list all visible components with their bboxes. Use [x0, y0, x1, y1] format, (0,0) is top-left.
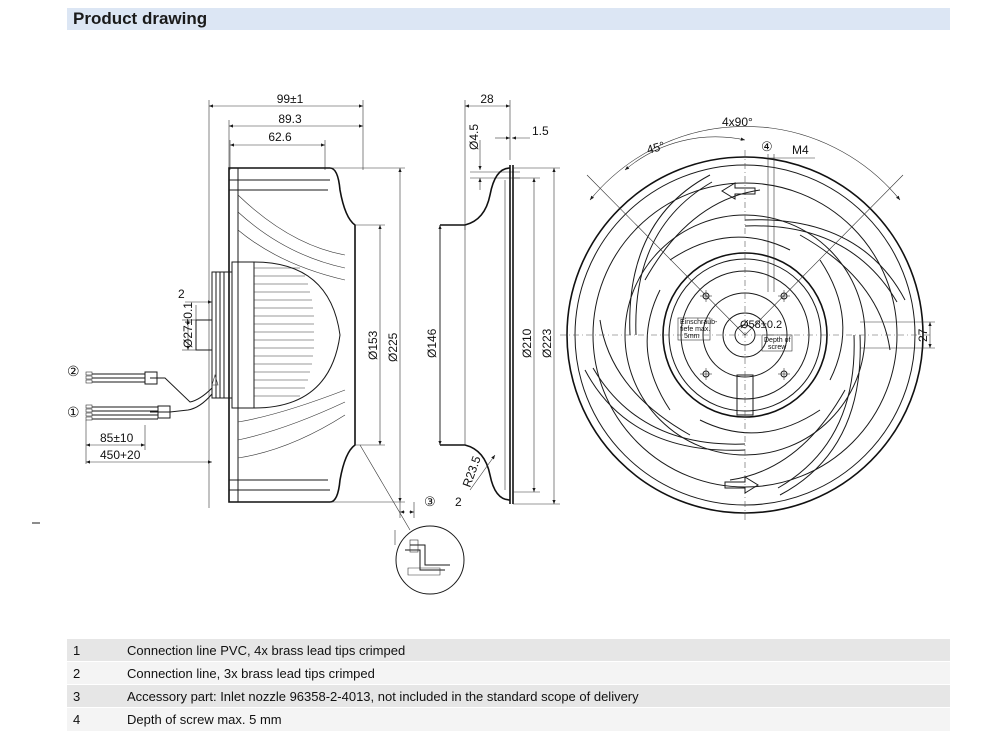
dim-nozzle-depth: 28 [480, 92, 494, 106]
legend-row: 3 Accessory part: Inlet nozzle 96358-2-4… [67, 684, 950, 708]
product-drawing: 99±1 89.3 62.6 [32, 92, 935, 595]
side-view: 99±1 89.3 62.6 [67, 92, 465, 595]
legend-text: Depth of screw max. 5 mm [121, 707, 950, 731]
dim-lead-long: 450+20 [100, 448, 141, 462]
callout-4: ④ [761, 139, 773, 154]
impeller-blades [584, 174, 906, 496]
dim-bolt-circle: Ø58±0.2 [740, 319, 782, 331]
legend-num: 2 [67, 661, 121, 685]
dim-offset-right: 27 [916, 328, 930, 342]
dim-nozzle-diameter-mid: Ø210 [520, 328, 534, 358]
dim-thread: M4 [792, 143, 809, 157]
dim-lead-short: 85±10 [100, 431, 134, 445]
dim-angle-pattern: 4x90° [722, 115, 753, 129]
dim-angle: 45° [645, 139, 666, 157]
legend-row: 1 Connection line PVC, 4x brass lead tip… [67, 638, 950, 662]
label-depth-line1: Depth of [764, 337, 791, 344]
section-title: Product drawing [73, 9, 208, 28]
legend-text: Connection line, 3x brass lead tips crim… [121, 661, 950, 685]
front-view: Einschraub- tiefe max. 5mm Depth of scre… [560, 115, 935, 520]
dim-shaft-diameter: Ø27±0.1 [181, 302, 195, 348]
nozzle-view: 28 1.5 Ø4.5 Ø146 Ø210 Ø223 R23.5 [425, 92, 560, 505]
label-screw-line2: tiefe max. [680, 326, 710, 333]
label-screw-line1: Einschraub- [680, 319, 718, 326]
dim-offset: 2 [178, 287, 185, 301]
legend-num: 4 [67, 707, 121, 731]
dim-width-2: 89.3 [278, 112, 302, 126]
dim-width-3: 62.6 [268, 130, 292, 144]
callout-3: ③ [424, 494, 436, 509]
dim-nozzle-thickness: 1.5 [532, 124, 549, 138]
section-header: Product drawing [67, 8, 950, 30]
legend-row: 2 Connection line, 3x brass lead tips cr… [67, 661, 950, 685]
legend-num: 3 [67, 684, 121, 708]
dim-nozzle-diameter-outer: Ø223 [540, 328, 554, 358]
dim-nozzle-hole: Ø4.5 [467, 124, 481, 150]
callout-1: ① [67, 404, 80, 420]
callout-2: ② [67, 363, 80, 379]
dim-diameter-inner: Ø153 [366, 330, 380, 360]
dim-nozzle-radius: R23.5 [460, 454, 484, 489]
dim-overall-width: 99±1 [277, 92, 304, 106]
motor-ribs [254, 267, 314, 397]
legend-text: Connection line PVC, 4x brass lead tips … [121, 638, 950, 662]
legend-table: 1 Connection line PVC, 4x brass lead tip… [67, 638, 950, 731]
label-screw-line3: 5mm [684, 333, 700, 340]
dim-detail-offset: 2 [455, 495, 462, 509]
dim-nozzle-diameter-inner: Ø146 [425, 328, 439, 358]
legend-row: 4 Depth of screw max. 5 mm [67, 707, 950, 731]
dim-diameter-outer: Ø225 [386, 332, 400, 362]
legend-text: Accessory part: Inlet nozzle 96358-2-401… [121, 684, 950, 708]
label-depth-line2: screw [768, 344, 787, 351]
legend-num: 1 [67, 638, 121, 662]
